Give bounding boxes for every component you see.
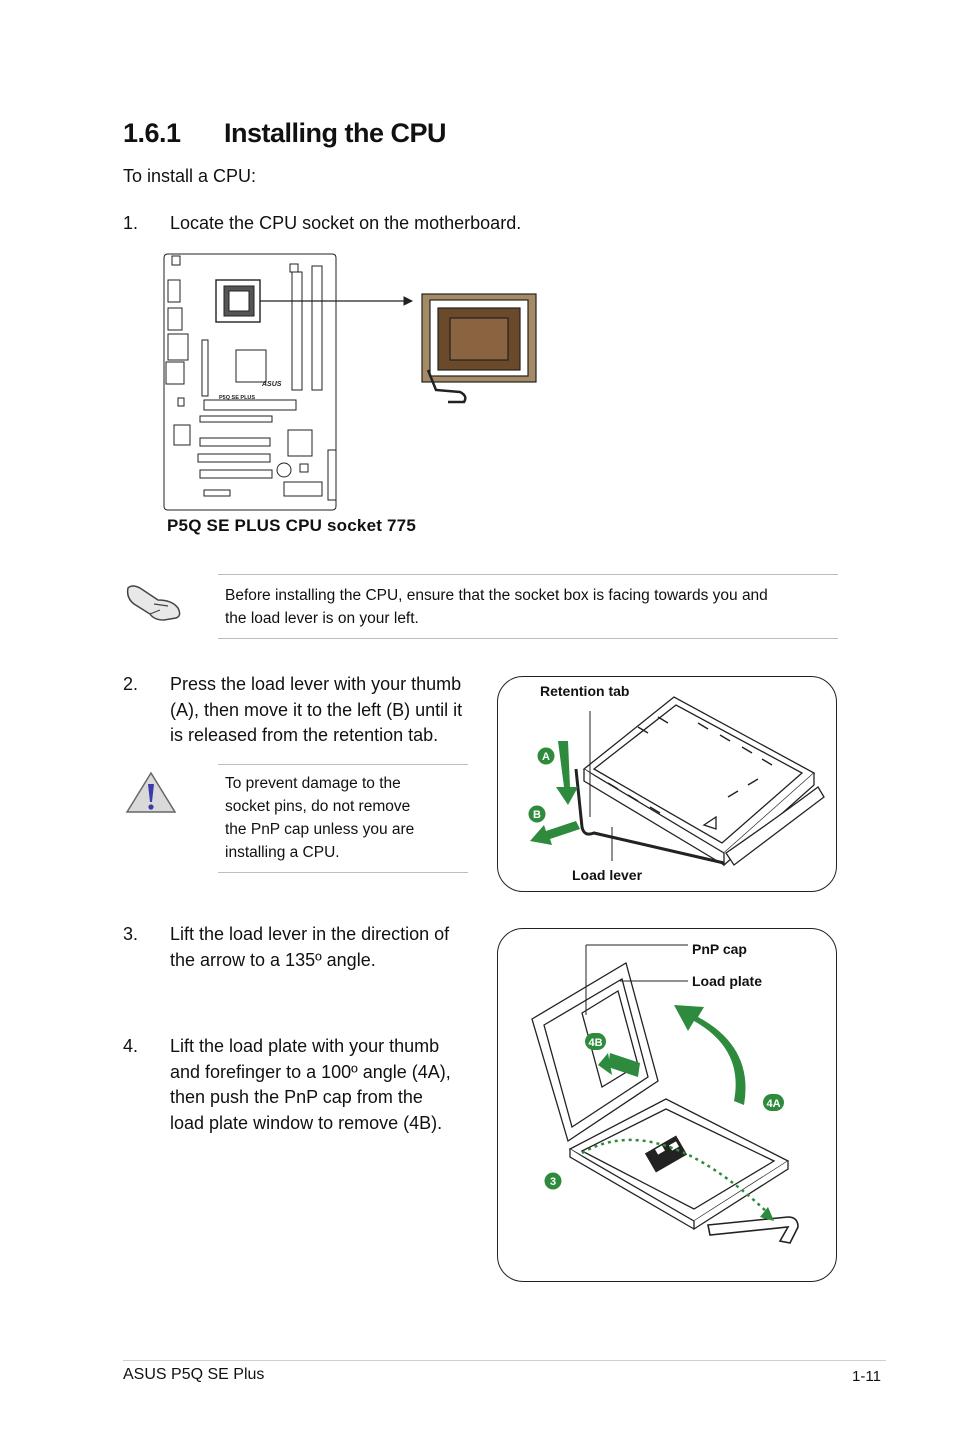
socket-closeup [421, 293, 537, 404]
section-title: Installing the CPU [224, 118, 447, 148]
pointer-arrow [260, 296, 414, 306]
step-2-number: 2. [123, 674, 139, 694]
motherboard-socket-figure: P5Q SE PLUS ASUS [163, 253, 537, 511]
caution-top-rule [218, 764, 468, 765]
footer-rule [123, 1360, 886, 1361]
load-plate-drawing: PnP cap Load plate 4B 4A 3 [531, 941, 799, 1244]
badge-4b: 4B [588, 1037, 602, 1049]
figure-caption: P5Q SE PLUS CPU socket 775 [167, 516, 416, 535]
load-plate-label: Load plate [692, 973, 762, 989]
step-1-text: Locate the CPU socket on the motherboard… [170, 213, 522, 233]
caution-line-1: To prevent damage to the [225, 775, 401, 792]
retention-tab-label: Retention tab [540, 683, 629, 699]
arrow-b [530, 821, 580, 845]
caution-line-4: installing a CPU. [225, 844, 340, 861]
socket-pin-dashes [607, 716, 773, 814]
arrow-a [556, 741, 578, 805]
step-3-line-2: the arrow to a 135º angle. [170, 950, 376, 970]
step-3-line-1: Lift the load lever in the direction of [170, 924, 450, 944]
board-label: P5Q SE PLUS [219, 395, 255, 401]
note-bottom-rule [218, 638, 838, 639]
asus-logo: ASUS [261, 381, 282, 388]
motherboard-outline [163, 253, 337, 511]
step-4-line-4: load plate window to remove (4B). [170, 1113, 443, 1133]
warning-triangle-icon [125, 771, 177, 813]
note-top-rule [218, 574, 838, 575]
section-number: 1.6.1 [123, 118, 181, 148]
step-2-line-2: (A), then move it to the left (B) until … [170, 700, 463, 720]
caution-line-2: socket pins, do not remove [225, 798, 411, 815]
step-4-number: 4. [123, 1036, 139, 1056]
footer-left: ASUS P5Q SE Plus [123, 1366, 265, 1383]
hand-note-icon [126, 585, 181, 621]
step-4-line-3: then push the PnP cap from the [170, 1087, 423, 1107]
intro-text: To install a CPU: [123, 166, 257, 186]
step-3-number: 3. [123, 924, 139, 944]
step-1-number: 1. [123, 213, 139, 233]
badge-4a: 4A [766, 1098, 780, 1110]
caution-line-3: the PnP cap unless you are [225, 821, 415, 838]
badge-a: A [542, 751, 550, 763]
badge-b: B [533, 809, 541, 821]
lever-release-drawing: Retention tab Load lever A B [528, 683, 825, 883]
page-number: 1-11 [852, 1368, 881, 1385]
step-2-line-1: Press the load lever with your thumb [170, 674, 462, 694]
pnp-cap-label: PnP cap [692, 941, 747, 957]
caution-bottom-rule [218, 872, 468, 873]
load-lever-label: Load lever [572, 867, 643, 883]
step-4-line-2: and forefinger to a 100º angle (4A), [170, 1062, 451, 1082]
note-line-1: Before installing the CPU, ensure that t… [225, 587, 768, 604]
badge-3: 3 [550, 1176, 556, 1188]
step-4-line-1: Lift the load plate with your thumb [170, 1036, 440, 1056]
note-line-2: the load lever is on your left. [225, 610, 419, 627]
step-2-line-3: is released from the retention tab. [170, 725, 439, 745]
